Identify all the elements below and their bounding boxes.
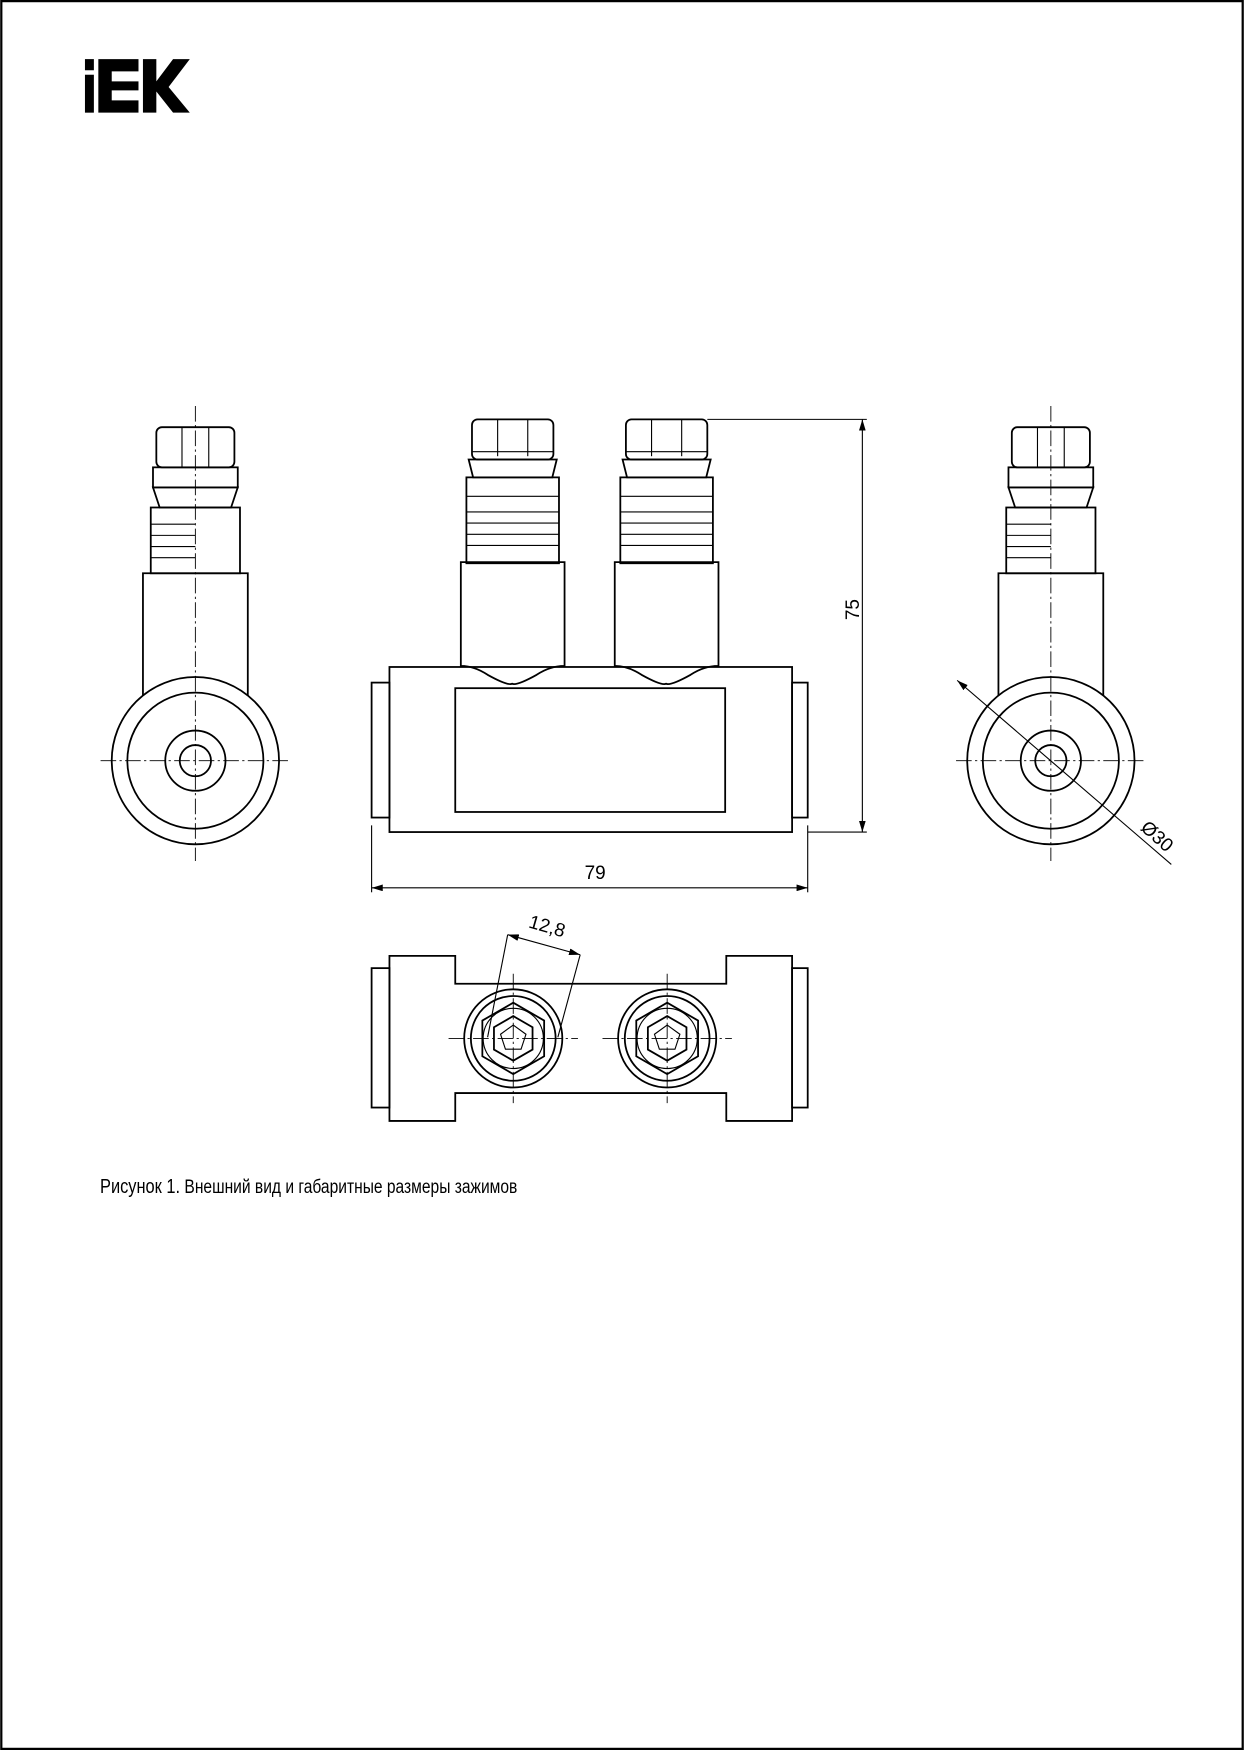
height-label: 75 <box>843 599 864 620</box>
width-label: 79 <box>585 863 606 884</box>
pitch-label: 12,8 <box>526 912 567 942</box>
top-view: 12,8 <box>370 912 809 1122</box>
front-view: 75 79 <box>370 418 867 893</box>
side-view-right: Ø30 <box>955 405 1177 865</box>
figure-number: Рисунок 1. <box>100 1176 181 1198</box>
diameter-label: Ø30 <box>1136 817 1177 857</box>
figure-caption-text: Внешний вид и габаритные размеры зажимов <box>184 1177 518 1198</box>
side-view-left <box>99 405 292 862</box>
iek-logo <box>84 59 190 113</box>
figure-caption: Рисунок 1. Внешний вид и габаритные разм… <box>100 1176 517 1199</box>
